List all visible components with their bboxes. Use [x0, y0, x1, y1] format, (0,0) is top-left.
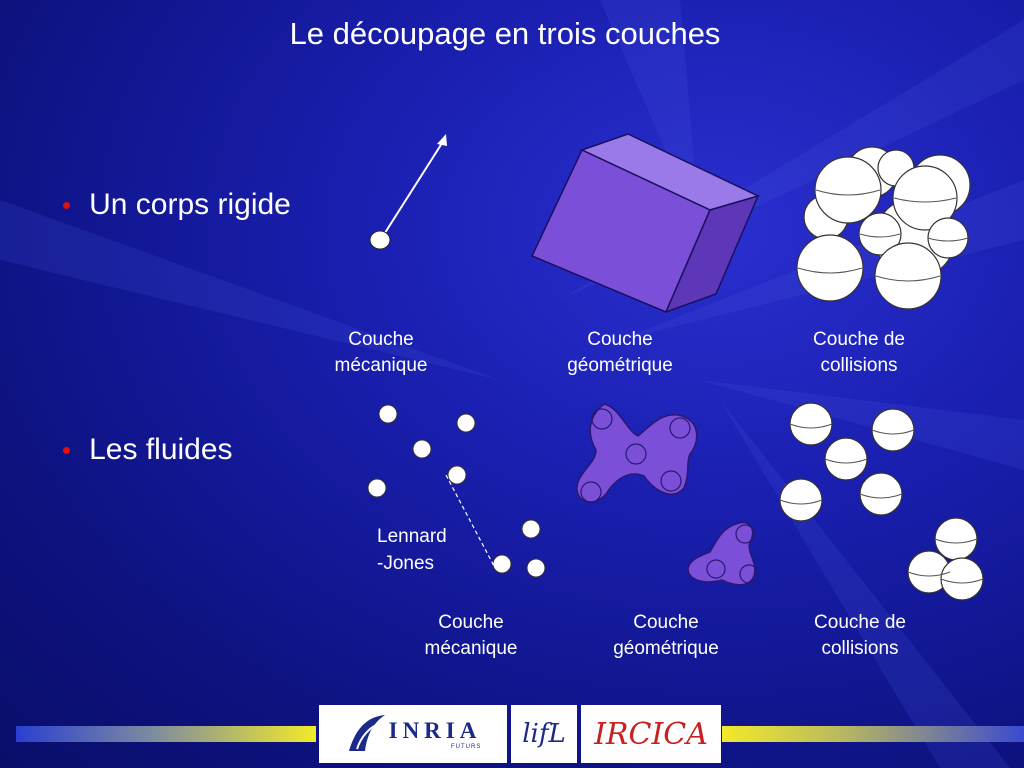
- lennard-jones-label: Lennard -Jones: [377, 523, 447, 577]
- inria-subtitle: FUTURS: [451, 744, 482, 750]
- bullet-rigid-body: • Un corps rigide: [62, 188, 291, 222]
- caption-line: mécanique: [424, 638, 518, 659]
- fluid-mechanical-particles-icon: [367, 404, 546, 578]
- caption-line: géométrique: [567, 355, 673, 376]
- caption-line: Couche: [348, 329, 414, 350]
- slide-title: Le découpage en trois couches: [289, 16, 721, 51]
- rigid-collision-spheres-icon: [796, 146, 971, 310]
- lennard-jones-line: Lennard: [377, 526, 447, 547]
- fluid-collision-spheres-icon: [779, 402, 984, 601]
- partner-logos: INRIA FUTURS lifL IRCICA: [319, 705, 721, 763]
- caption-line: géométrique: [613, 638, 719, 659]
- caption-line: collisions: [820, 355, 898, 376]
- caption-line: Couche: [633, 612, 699, 633]
- caption-line: Couche de: [813, 329, 905, 350]
- bullet-label: Un corps rigide: [89, 188, 291, 221]
- caption-fluid-geometric: Couche géométrique: [581, 610, 751, 662]
- inria-logo: INRIA FUTURS: [319, 705, 507, 763]
- footer-bar-left: [16, 726, 316, 742]
- inria-wordmark: INRIA: [388, 718, 482, 743]
- lennard-jones-line: -Jones: [377, 553, 435, 574]
- footer-bar-right: [722, 726, 1024, 742]
- ircica-logo: IRCICA: [581, 705, 721, 763]
- bullet-dot-icon: •: [62, 189, 72, 220]
- inria-emblem-icon: [348, 715, 385, 751]
- caption-fluid-mechanical: Couche mécanique: [386, 610, 556, 662]
- caption-line: collisions: [821, 638, 899, 659]
- lifl-wordmark: lifL: [522, 719, 566, 749]
- caption-rigid-geometric: Couche géométrique: [535, 327, 705, 379]
- caption-fluid-collisions: Couche de collisions: [775, 610, 945, 662]
- lennard-jones-link: [445, 474, 495, 567]
- caption-line: Couche: [587, 329, 653, 350]
- caption-rigid-collisions: Couche de collisions: [774, 327, 944, 379]
- rigid-geometric-box-icon: [530, 133, 761, 314]
- caption-rigid-mechanical: Couche mécanique: [296, 327, 466, 379]
- caption-line: Couche de: [814, 612, 906, 633]
- lifl-logo: lifL: [511, 705, 577, 763]
- rigid-mechanical-point-icon: [369, 134, 447, 250]
- caption-line: Couche: [438, 612, 504, 633]
- fluid-geometric-blob-large-icon: [576, 403, 698, 503]
- fluid-geometric-blob-small-icon: [687, 521, 759, 586]
- ircica-wordmark: IRCICA: [594, 716, 708, 752]
- bullet-dot-icon: •: [62, 434, 72, 465]
- bullet-label: Les fluides: [89, 433, 233, 466]
- caption-line: mécanique: [334, 355, 428, 376]
- bullet-fluids: • Les fluides: [62, 433, 233, 467]
